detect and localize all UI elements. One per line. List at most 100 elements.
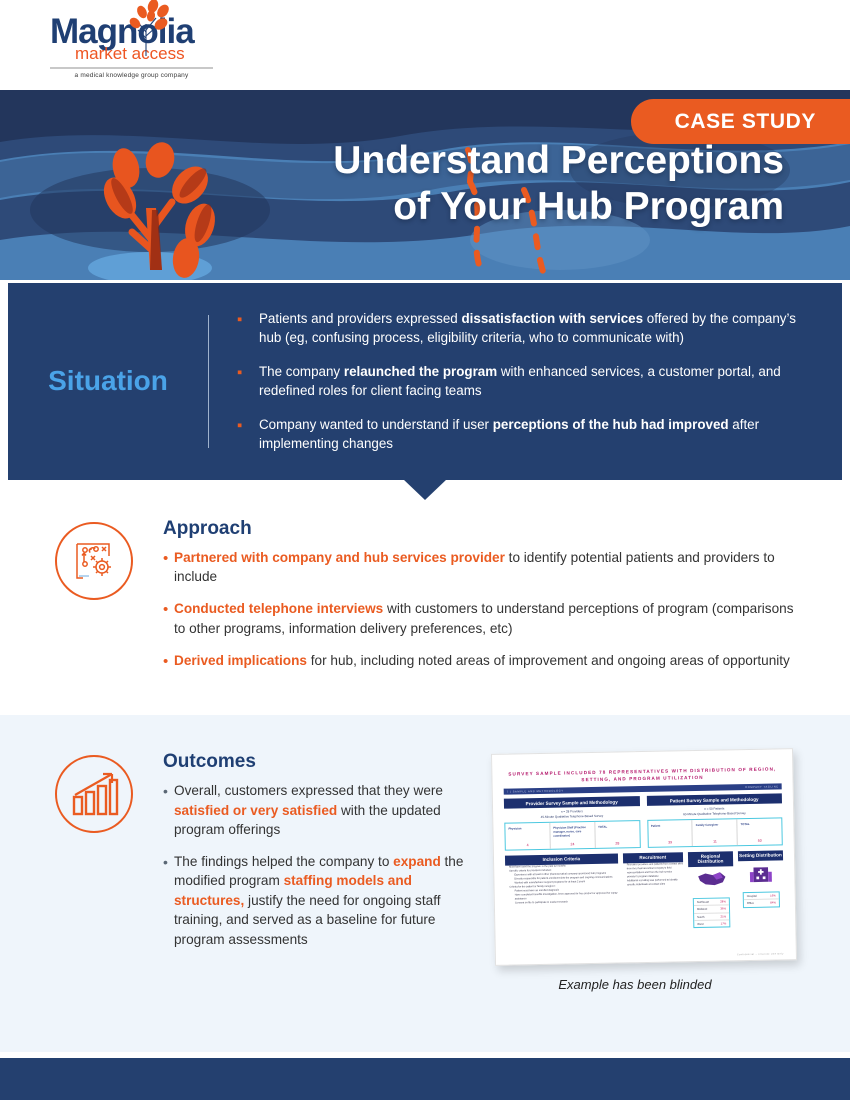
section-arrow-icon <box>403 478 447 500</box>
situation-bullet-text: The company relaunched the program with … <box>259 363 781 399</box>
page-title-line1: Understand Perceptions <box>333 139 784 182</box>
outcomes-body: Outcomes • Overall, customers expressed … <box>163 751 475 992</box>
bullet-icon: • <box>163 783 168 800</box>
regional-distribution-panel: Regional Distribution Northeast 28% Midwe… <box>687 851 734 929</box>
situation-bullet-text: Company wanted to understand if user per… <box>259 416 760 452</box>
column-header: Physician Staff (Practice manager, nurse… <box>553 824 586 838</box>
outcomes-title: Outcomes <box>163 751 256 773</box>
bar-chart-growth-icon <box>55 755 133 834</box>
situation-bullet-item: ▪ Patients and providers expressed dissa… <box>237 309 802 348</box>
recruitment-list: Recruited providers and patients from co… <box>623 862 684 887</box>
row-label: Northeast <box>696 899 710 905</box>
cell-value: 4 <box>526 842 529 847</box>
slide-ribbon-right: COMPANY TAGLINE <box>745 785 779 789</box>
bullet-icon: • <box>163 652 169 670</box>
outcomes-section: Outcomes • Overall, customers expressed … <box>0 715 850 1053</box>
row-value: 16% <box>770 893 776 898</box>
logo-header: Magnolia market access a medical knowled… <box>0 0 850 90</box>
slide-ribbon: 7 | SAMPLE AND METHODOLOGY COMPANY TAGLI… <box>503 783 782 796</box>
inclusion-list: Must have used the program in the past 1… <box>505 863 618 905</box>
recruitment-panel: Recruitment Recruited providers and pati… <box>622 852 684 929</box>
logo-subwordmark: market access <box>75 44 185 63</box>
magnolia-logo: Magnolia market access a medical knowled… <box>50 14 230 79</box>
outcomes-bullet-item: • The findings helped the company to exp… <box>163 852 475 950</box>
table-cell: Family Caregiver 11 <box>692 819 738 847</box>
logo-wordmark: Magnolia <box>50 12 195 51</box>
row-value: 28% <box>720 899 726 904</box>
patient-table: Patient 39 Family Caregiver 11 TOTAL 50 <box>646 817 783 849</box>
cell-value: 24 <box>570 841 575 847</box>
approach-bullet-text: Conducted telephone interviews with cust… <box>174 601 794 636</box>
footer-bar <box>0 1058 850 1100</box>
magnolia-tree-logo-icon <box>129 0 169 56</box>
approach-bullet-text: Partnered with company and hub services … <box>174 549 775 584</box>
regional-header: Regional Distribution <box>687 851 734 868</box>
outcomes-bullet-text: The findings helped the company to expan… <box>174 853 464 948</box>
us-map-icon <box>698 872 726 885</box>
slide-survey-panels: Provider Survey Sample and Methodology n… <box>503 793 783 851</box>
table-cell: TOTAL 50 <box>737 818 781 845</box>
provider-survey-panel: Provider Survey Sample and Methodology n… <box>503 796 641 851</box>
situation-bullet-list: ▪ Patients and providers expressed dissa… <box>209 309 802 454</box>
table-cell: Patient 39 <box>647 820 694 848</box>
slide-detail-panels: Inclusion Criteria Must have used the pr… <box>504 850 784 932</box>
row-label: West <box>697 922 704 927</box>
bullet-icon: ▪ <box>237 311 243 328</box>
bullet-icon: • <box>163 601 169 619</box>
outcomes-text-column: Outcomes • Overall, customers expressed … <box>55 751 475 992</box>
situation-divider <box>208 315 209 448</box>
approach-body: Approach • Partnered with company and hu… <box>163 518 795 685</box>
hero-dashed-path <box>465 147 549 280</box>
row-label: Midwest <box>696 907 708 912</box>
cell-value: 39 <box>668 840 673 845</box>
row-label: Hospital <box>746 893 757 899</box>
list-item: Recruited providers and patients from co… <box>626 862 684 879</box>
situation-label: Situation <box>48 365 168 397</box>
slide-thumbnail: SURVEY SAMPLE INCLUDED 78 REPRESENTATIVE… <box>490 748 798 966</box>
strategy-board-gear-icon <box>55 521 133 600</box>
situation-section: Situation ▪ Patients and providers expre… <box>8 283 842 500</box>
row-label: Office <box>746 901 755 906</box>
cell-value: 11 <box>713 839 717 844</box>
row-label: South <box>697 914 705 919</box>
list-item: Consent on file to participate in market… <box>514 900 568 905</box>
situation-bullet-item: ▪ The company relaunched the program wit… <box>237 362 802 401</box>
page-title-line2: of Your Hub Program <box>393 185 784 229</box>
approach-bullet-item: • Derived implications for hub, includin… <box>163 651 795 672</box>
bullet-icon: ▪ <box>237 363 243 381</box>
column-header: Family Caregiver <box>695 822 719 827</box>
cell-value: 50 <box>757 838 762 843</box>
hero-magnolia-tree <box>88 142 215 280</box>
approach-bullet-text: Derived implications for hub, including … <box>174 652 790 668</box>
column-header: Patient <box>650 823 661 828</box>
situation-bullet-item: ▪ Company wanted to understand if user p… <box>237 415 802 454</box>
slide-thumbnail-wrapper: SURVEY SAMPLE INCLUDED 78 REPRESENTATIVE… <box>475 748 798 993</box>
cell-value: 28 <box>615 841 620 846</box>
column-header: TOTAL <box>740 821 750 826</box>
hero-banner: CASE STUDY Understand Perceptions of You… <box>0 90 850 280</box>
slide-ribbon-left: 7 | SAMPLE AND METHODOLOGY <box>506 789 564 794</box>
bullet-icon: • <box>163 853 168 870</box>
list-item: Additional recruiting was performed to i… <box>626 878 678 887</box>
logo-divider <box>50 66 213 69</box>
bullet-icon: • <box>163 549 169 567</box>
row-value: 36% <box>720 906 727 911</box>
table-cell: Physician Staff (Practice manager, nurse… <box>550 822 596 849</box>
outcomes-bullet-text: Overall, customers expressed that they w… <box>174 783 443 838</box>
approach-bullet-item: • Partnered with company and hub service… <box>163 548 795 587</box>
approach-bullet-item: • Conducted telephone interviews with cu… <box>163 599 795 638</box>
blinded-caption: Example has been blinded <box>558 977 712 993</box>
hospital-building-icon <box>749 867 772 883</box>
case-study-badge: CASE STUDY <box>630 99 850 144</box>
slide-footnote: Confidential – Internal Use Only <box>736 953 784 957</box>
bullet-icon: ▪ <box>237 416 243 434</box>
